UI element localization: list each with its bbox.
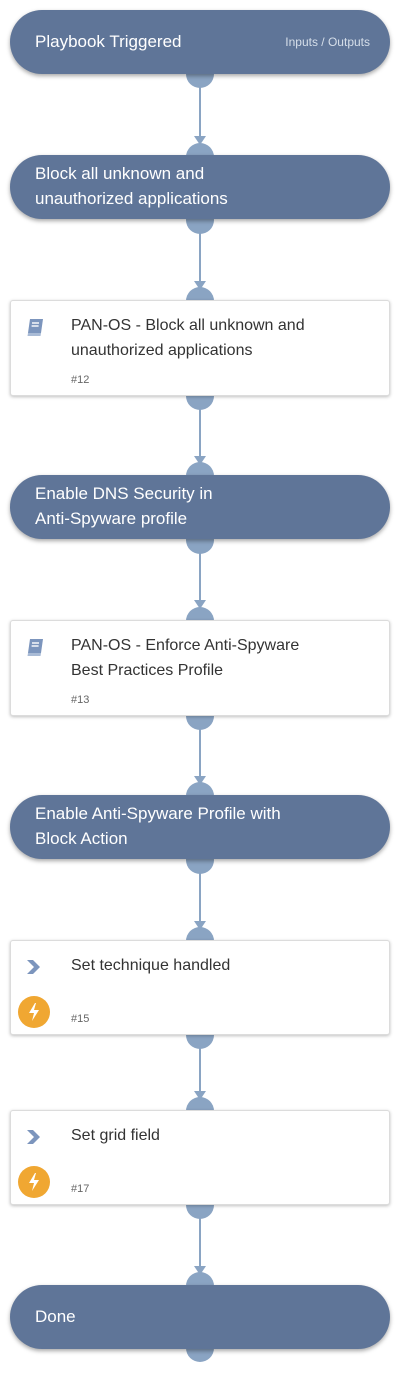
task-label-line: Best Practices Profile: [71, 662, 224, 679]
arrow-icon: [194, 456, 206, 465]
task-card[interactable]: PAN-OS - Enforce Anti-Spyware Best Pract…: [10, 620, 390, 716]
chevron-right-icon: [25, 1129, 43, 1150]
arrow-icon: [194, 1266, 206, 1275]
arrow-icon: [194, 281, 206, 290]
arrow-icon: [194, 776, 206, 785]
book-icon: [25, 637, 47, 662]
section-header[interactable]: Enable DNS Security in Anti-Spyware prof…: [10, 475, 390, 539]
task-label-line: unauthorized applications: [71, 342, 253, 359]
section-header[interactable]: Block all unknown and unauthorized appli…: [10, 155, 390, 219]
arrow-icon: [194, 600, 206, 609]
inputs-outputs-link[interactable]: Inputs / Outputs: [285, 35, 370, 49]
chevron-right-icon: [25, 959, 43, 980]
section-header[interactable]: Enable Anti-Spyware Profile with Block A…: [10, 795, 390, 859]
arrow-icon: [194, 136, 206, 145]
connector: [199, 396, 201, 464]
start-node[interactable]: Playbook Triggered Inputs / Outputs: [10, 10, 390, 74]
section-title-line: Block all unknown and: [35, 164, 205, 183]
task-number: #15: [71, 1013, 90, 1025]
task-label-line: PAN-OS - Enforce Anti-Spyware: [71, 637, 300, 654]
task-label-line: PAN-OS - Block all unknown and: [71, 317, 305, 334]
connector: [199, 220, 201, 289]
section-title-line: unauthorized applications: [35, 189, 228, 208]
task-number: #17: [71, 1183, 90, 1195]
end-node[interactable]: Done: [10, 1285, 390, 1349]
connector: [199, 74, 201, 144]
task-label-line: Set grid field: [71, 1127, 160, 1144]
connector: [199, 1035, 201, 1099]
lightning-icon: [18, 1166, 50, 1198]
connector: [199, 540, 201, 608]
section-title-line: Enable Anti-Spyware Profile with: [35, 804, 281, 823]
task-card[interactable]: Set technique handled #15: [10, 940, 390, 1035]
connector: [199, 1205, 201, 1274]
arrow-icon: [194, 1091, 206, 1100]
connector: [199, 716, 201, 784]
section-title-line: Enable DNS Security in: [35, 484, 213, 503]
task-number: #12: [71, 374, 90, 386]
connector: [199, 860, 201, 929]
end-node-title: Done: [35, 1307, 76, 1326]
section-title-line: Block Action: [35, 829, 128, 848]
book-icon: [25, 317, 47, 342]
task-card[interactable]: PAN-OS - Block all unknown and unauthori…: [10, 300, 390, 396]
task-card[interactable]: Set grid field #17: [10, 1110, 390, 1205]
lightning-icon: [18, 996, 50, 1028]
start-node-title: Playbook Triggered: [35, 32, 182, 51]
task-number: #13: [71, 694, 90, 706]
arrow-icon: [194, 921, 206, 930]
task-label-line: Set technique handled: [71, 957, 231, 974]
section-title-line: Anti-Spyware profile: [35, 509, 188, 528]
